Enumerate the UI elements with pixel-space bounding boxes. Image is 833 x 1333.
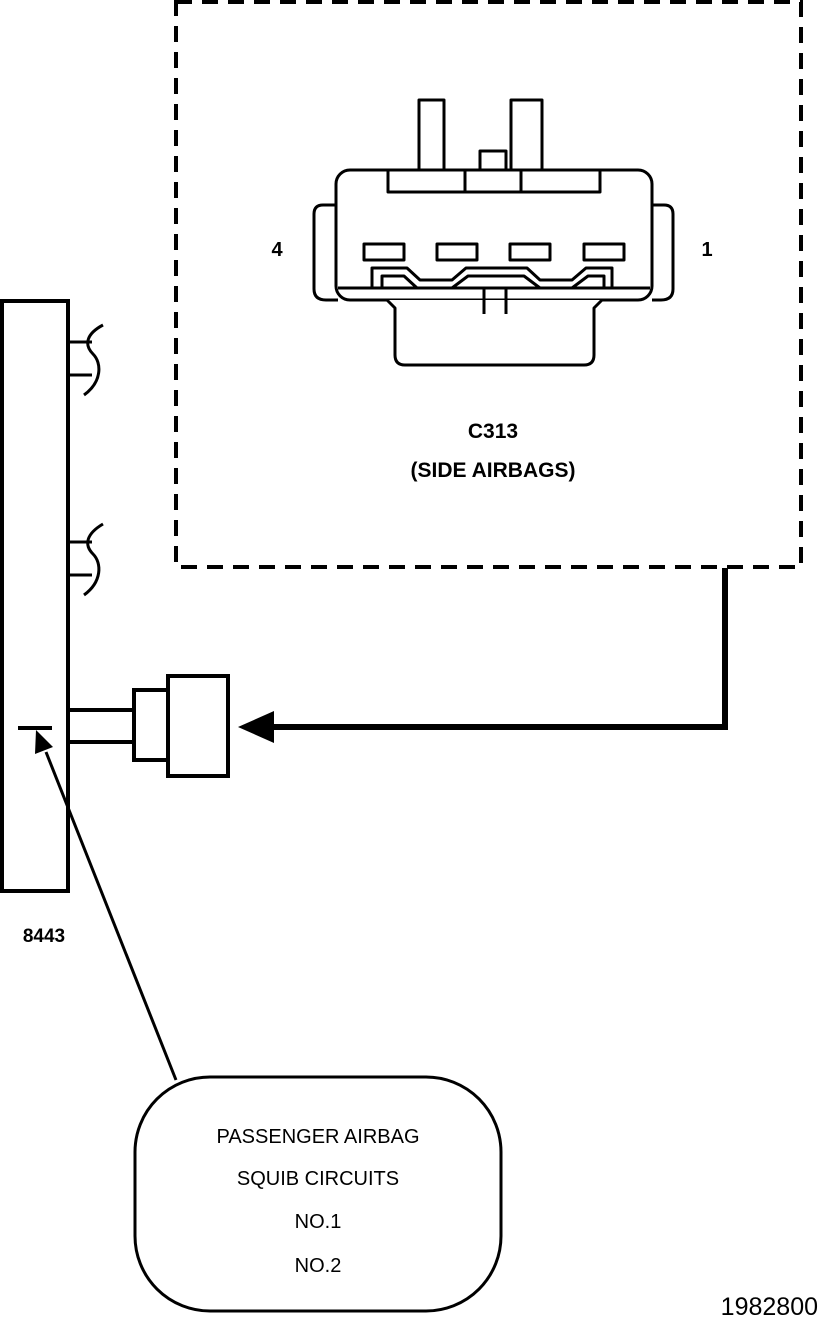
module-stub-lower [68, 522, 104, 597]
callout-line-2: SQUIB CIRCUITS [237, 1168, 399, 1190]
callout-line-3: NO.1 [295, 1211, 342, 1233]
connector-c313-drawing [312, 98, 675, 367]
module-8443-body [0, 299, 70, 893]
callout-bubble [133, 1075, 503, 1313]
module-id-label: 8443 [23, 926, 65, 947]
callout-leader-line [44, 751, 178, 1081]
callout-line-4: NO.2 [295, 1255, 342, 1277]
detail-view-box [174, 0, 803, 569]
figure-number: 1982800 [721, 1293, 818, 1321]
callout-line-1: PASSENGER AIRBAG [216, 1126, 419, 1148]
harness-connector [68, 674, 230, 778]
pin-4-label: 4 [271, 239, 283, 261]
callout-arrowhead [35, 730, 53, 754]
module-stub-upper [68, 323, 104, 397]
pin-1-label: 1 [701, 239, 712, 261]
leader-arrowhead [238, 711, 274, 743]
detail-leader-line [268, 568, 728, 730]
connector-name: C313 [468, 420, 518, 443]
connector-description: (SIDE AIRBAGS) [411, 459, 576, 482]
